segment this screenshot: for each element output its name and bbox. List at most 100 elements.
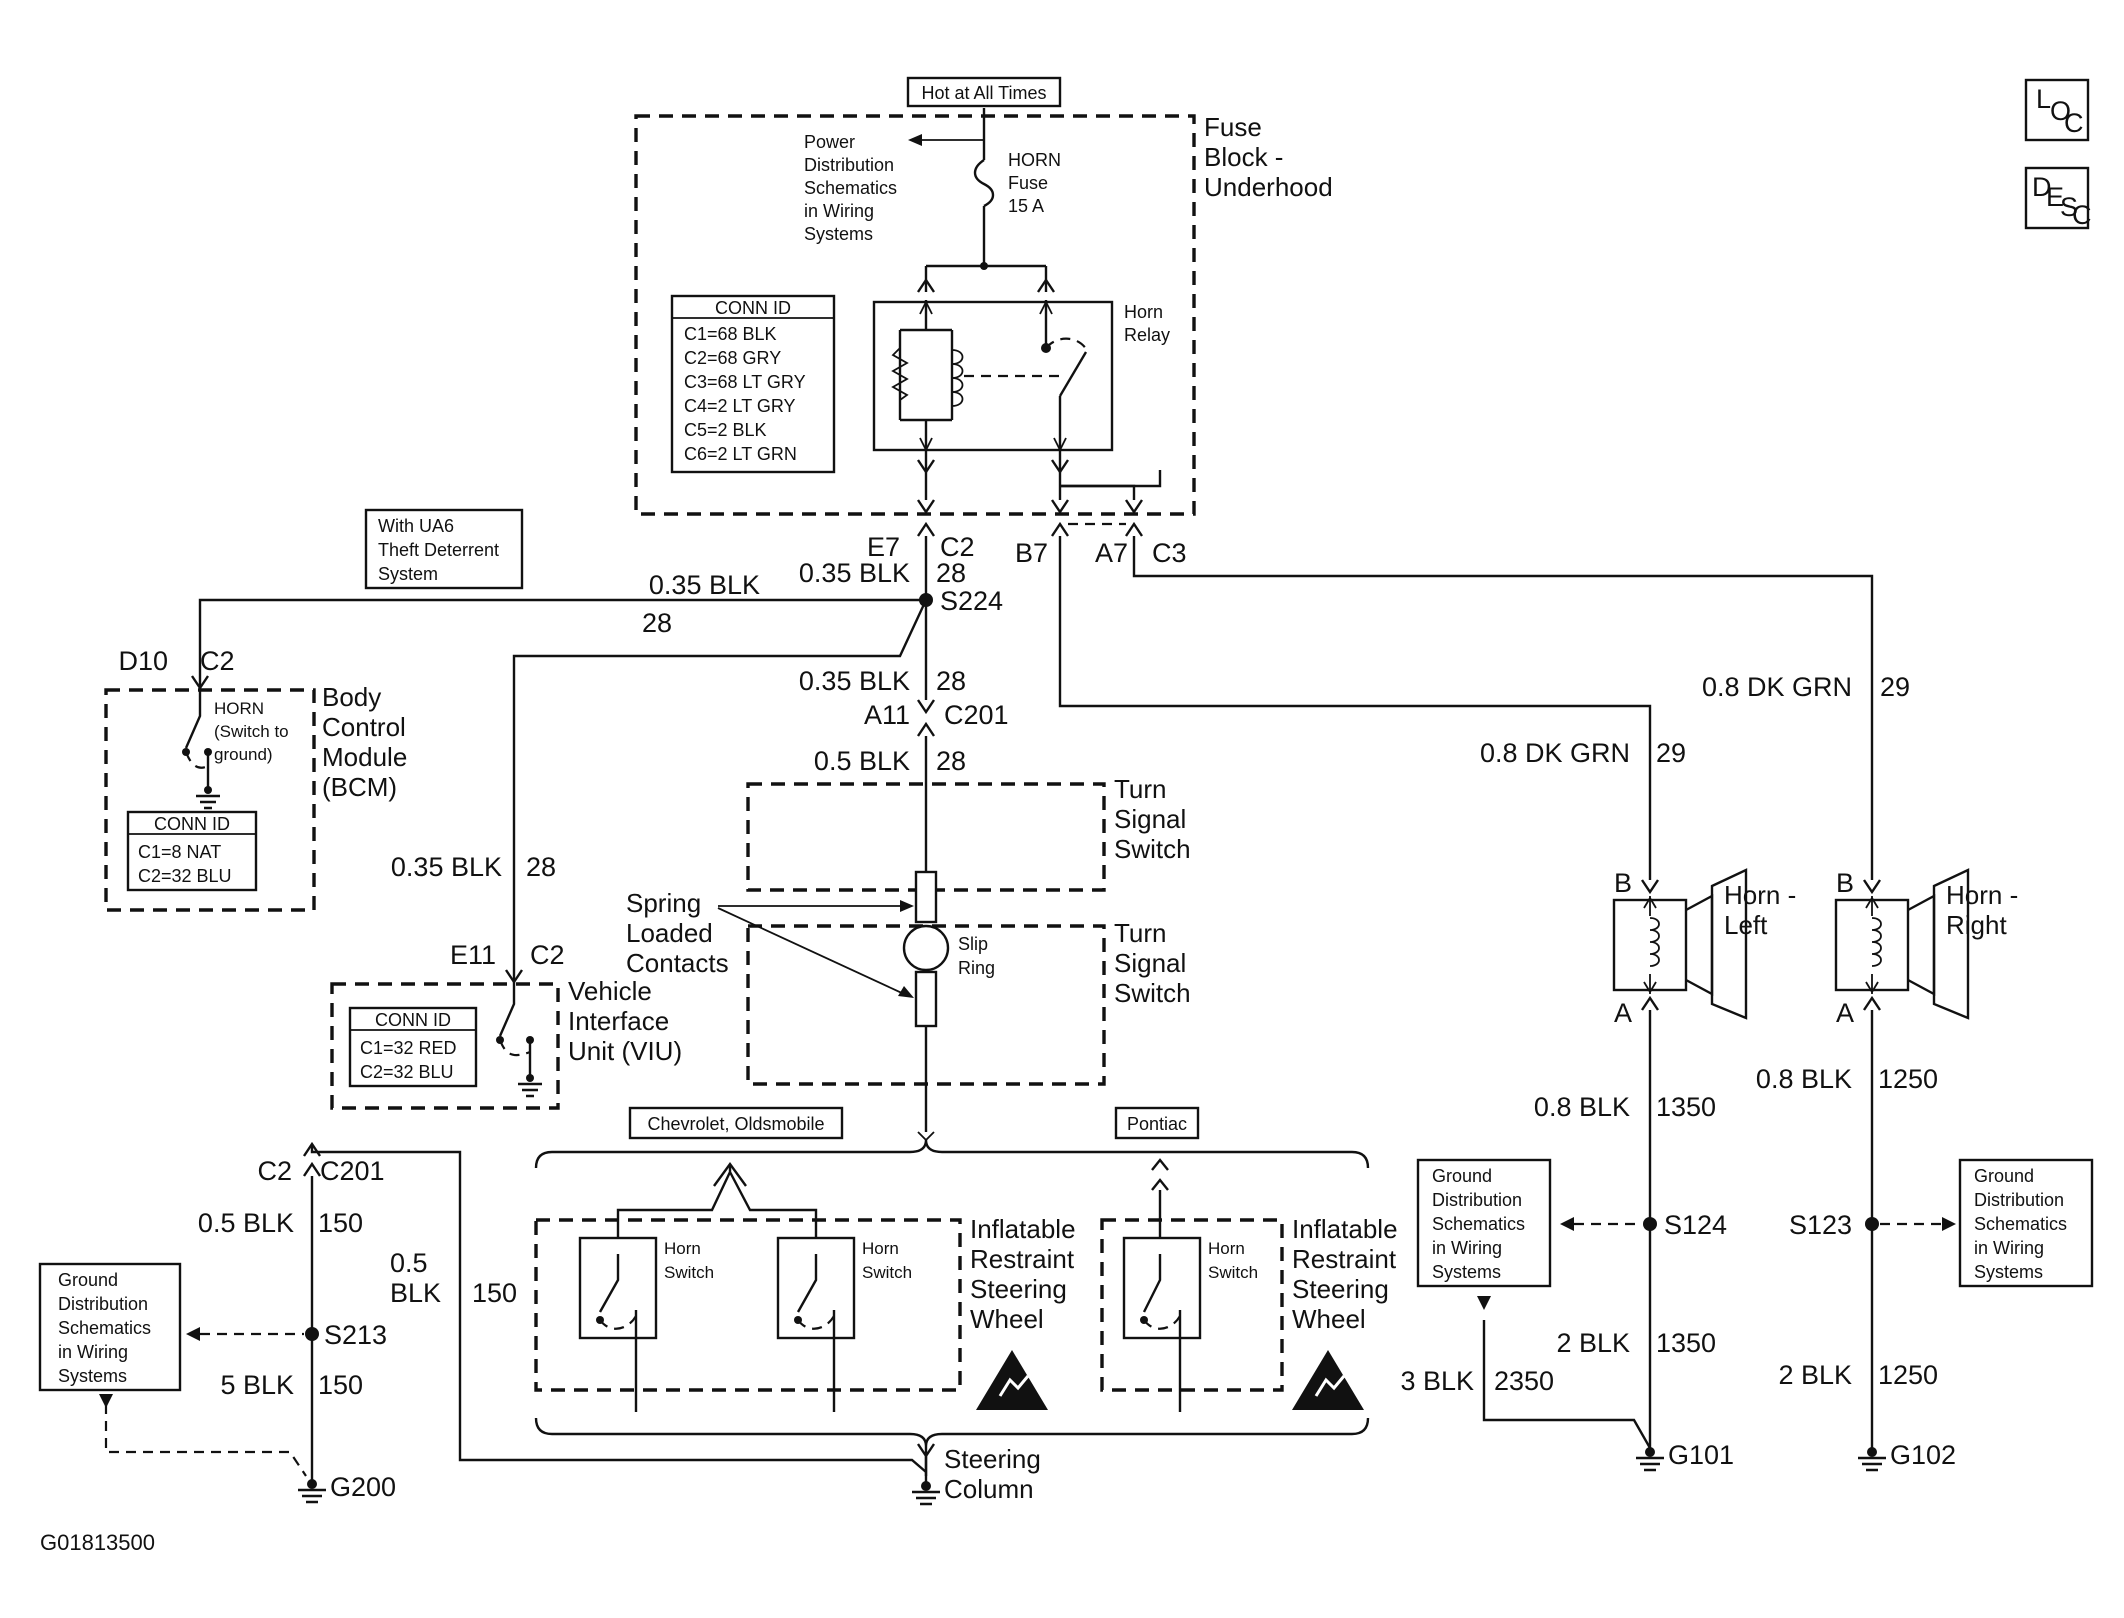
- svg-text:1350: 1350: [1656, 1328, 1716, 1358]
- ground-g101-icon: [1636, 1447, 1664, 1472]
- svg-text:Pontiac: Pontiac: [1127, 1114, 1187, 1134]
- svg-text:A: A: [1836, 998, 1854, 1028]
- svg-text:BLK: BLK: [390, 1278, 441, 1308]
- airbag-warning-icon: [1292, 1350, 1364, 1410]
- svg-text:S224: S224: [940, 586, 1003, 616]
- bcm-ground-icon: [196, 786, 220, 810]
- svg-text:L: L: [2036, 84, 2051, 114]
- svg-text:G101: G101: [1668, 1440, 1734, 1470]
- svg-text:B: B: [1836, 868, 1854, 898]
- svg-text:1350: 1350: [1656, 1092, 1716, 1122]
- pin-a7: A7: [1095, 538, 1128, 568]
- svg-text:C201: C201: [320, 1156, 385, 1186]
- svg-text:0.8 BLK: 0.8 BLK: [1534, 1092, 1630, 1122]
- pin-e7: E7: [867, 532, 900, 562]
- svg-text:Horn -Right: Horn -Right: [1946, 880, 2018, 940]
- svg-text:0.8 BLK: 0.8 BLK: [1756, 1064, 1852, 1094]
- svg-text:C: C: [2072, 200, 2092, 230]
- svg-text:E11: E11: [450, 940, 496, 970]
- ground-g102-icon: [1858, 1447, 1886, 1472]
- svg-text:C: C: [2064, 108, 2084, 138]
- splice-s213: [305, 1327, 319, 1341]
- airbag-warning-icon: [976, 1350, 1048, 1410]
- svg-text:28: 28: [526, 852, 556, 882]
- svg-text:1250: 1250: [1878, 1064, 1938, 1094]
- svg-text:0.35 BLK: 0.35 BLK: [799, 666, 910, 696]
- svg-text:S123: S123: [1789, 1210, 1852, 1240]
- svg-text:0.35 BLK: 0.35 BLK: [649, 570, 760, 600]
- svg-text:0.8 DK GRN: 0.8 DK GRN: [1702, 672, 1852, 702]
- location-icon[interactable]: L O C: [2024, 78, 2090, 142]
- svg-text:0.5 BLK: 0.5 BLK: [198, 1208, 294, 1238]
- svg-text:150: 150: [318, 1370, 363, 1400]
- svg-text:S124: S124: [1664, 1210, 1727, 1240]
- svg-text:B: B: [1614, 868, 1632, 898]
- description-icon[interactable]: D E S C: [2024, 166, 2092, 230]
- svg-text:28: 28: [936, 746, 966, 776]
- steering-column-ground-icon: [912, 1481, 940, 1506]
- svg-text:0.5 BLK: 0.5 BLK: [814, 746, 910, 776]
- svg-text:0.5: 0.5: [390, 1248, 428, 1278]
- svg-text:CONN ID: CONN ID: [375, 1010, 451, 1030]
- svg-text:D: D: [2032, 172, 2052, 202]
- svg-text:28: 28: [936, 558, 966, 588]
- horn-right: B Horn -Right A: [1834, 868, 2018, 1028]
- svg-text:2 BLK: 2 BLK: [1778, 1360, 1852, 1390]
- svg-text:C2: C2: [530, 940, 565, 970]
- svg-text:Horn -Left: Horn -Left: [1724, 880, 1796, 940]
- svg-text:2 BLK: 2 BLK: [1556, 1328, 1630, 1358]
- ground-g200-icon: [298, 1479, 326, 1504]
- svg-text:O: O: [2050, 96, 2071, 126]
- svg-text:C2: C2: [257, 1156, 292, 1186]
- svg-text:E: E: [2046, 182, 2064, 212]
- svg-text:Hot at All Times: Hot at All Times: [921, 83, 1046, 103]
- svg-text:Chevrolet, Oldsmobile: Chevrolet, Oldsmobile: [647, 1114, 824, 1134]
- svg-text:CONN ID: CONN ID: [154, 814, 230, 834]
- svg-text:C2: C2: [200, 646, 235, 676]
- pin-c3: C3: [1152, 538, 1187, 568]
- svg-text:0.8 DK GRN: 0.8 DK GRN: [1480, 738, 1630, 768]
- horn-left: B Horn -Left A: [1612, 868, 1796, 1028]
- svg-text:D10: D10: [118, 646, 168, 676]
- splice-s123: [1865, 1217, 1879, 1231]
- svg-text:S: S: [2060, 192, 2078, 222]
- hot-at-all-times-label: Hot at All Times: [906, 76, 1062, 108]
- svg-text:S213: S213: [324, 1320, 387, 1350]
- svg-text:150: 150: [472, 1278, 517, 1308]
- svg-text:2350: 2350: [1494, 1366, 1554, 1396]
- svg-text:C201: C201: [944, 700, 1009, 730]
